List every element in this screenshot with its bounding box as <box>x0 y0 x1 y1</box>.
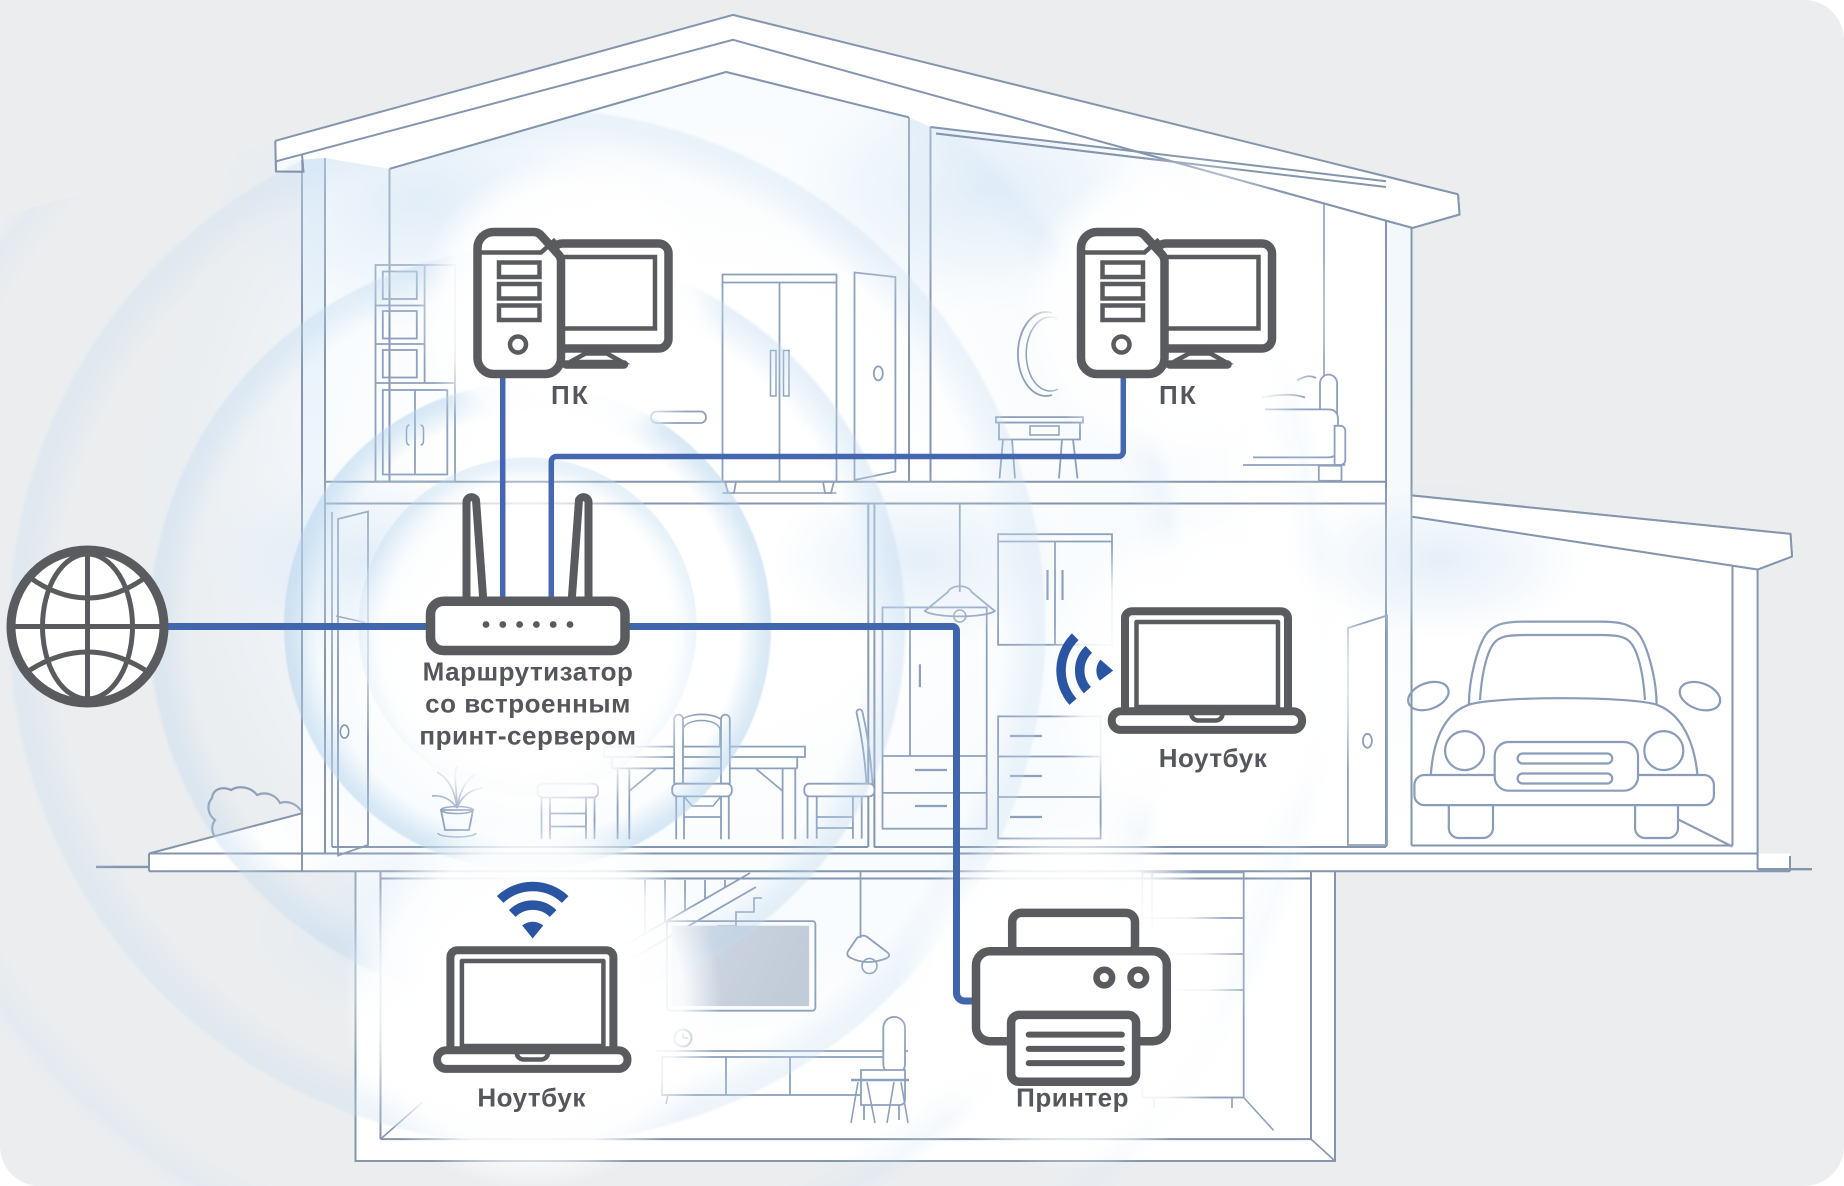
svg-text:ПК: ПК <box>1159 380 1198 410</box>
svg-text:принт-сервером: принт-сервером <box>419 721 636 751</box>
svg-text:со встроенным: со встроенным <box>425 689 631 719</box>
svg-text:Принтер: Принтер <box>1016 1083 1129 1113</box>
svg-text:Ноутбук: Ноутбук <box>477 1083 586 1113</box>
svg-text:Маршрутизатор: Маршрутизатор <box>423 657 634 687</box>
svg-text:Ноутбук: Ноутбук <box>1159 743 1268 773</box>
svg-text:ПК: ПК <box>551 380 590 410</box>
